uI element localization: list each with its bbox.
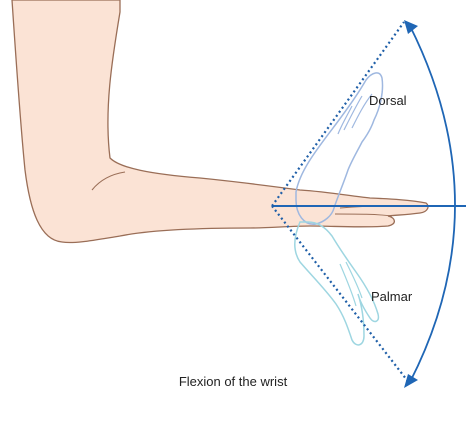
- dorsal-label: Dorsal: [369, 93, 407, 108]
- palmar-hand-outline: [295, 222, 379, 345]
- arc-arrowhead-top: [404, 20, 418, 34]
- palmar-label: Palmar: [371, 289, 413, 304]
- dorsal-limit-line: [272, 22, 404, 206]
- figure-caption: Flexion of the wrist: [0, 374, 466, 389]
- palmar-finger-lines: [340, 262, 362, 306]
